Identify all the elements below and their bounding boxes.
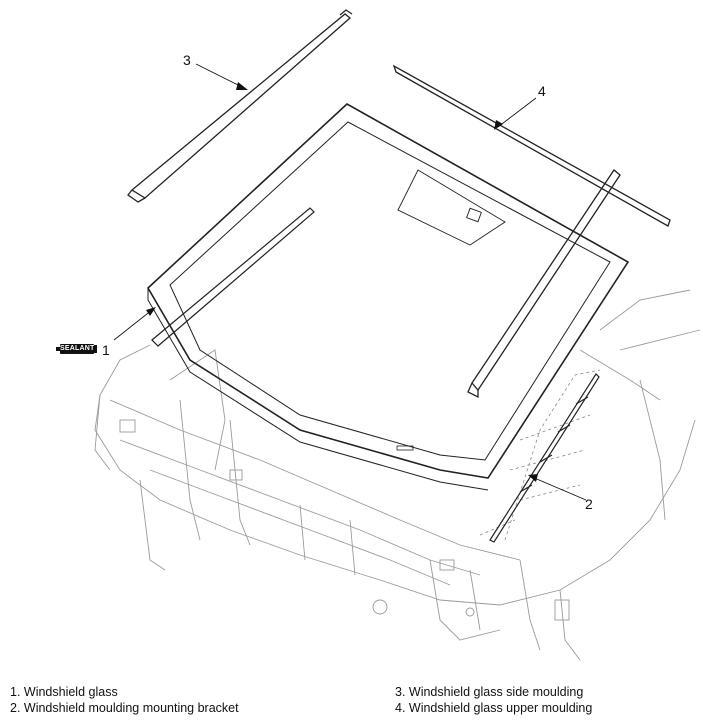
legend-item-mounting-bracket: 2. Windshield moulding mounting bracket: [10, 701, 239, 715]
windshield-glass: [146, 103, 630, 491]
windshield-left-moulding: [151, 207, 315, 347]
callout-4: 4: [538, 83, 546, 99]
vehicle-body-structure: [94, 289, 701, 661]
windshield-exploded-diagram: 1 2 3 4: [94, 9, 701, 661]
legend-item-windshield-glass: 1. Windshield glass: [10, 685, 118, 699]
legend-left: 1. Windshield glass 2. Windshield mouldi…: [10, 684, 239, 716]
windshield-outer-edge: [146, 103, 630, 479]
sealant-icon: SEALANT: [60, 344, 95, 354]
legend-item-side-moulding: 3. Windshield glass side moulding: [395, 685, 584, 699]
mirror-mount-area: [397, 169, 506, 246]
side-moulding: [127, 9, 353, 203]
callout-2: 2: [585, 496, 593, 512]
legend-right: 3. Windshield glass side moulding 4. Win…: [395, 684, 592, 716]
sealant-tube-cap: [94, 345, 97, 353]
windshield-lower-thickness: [147, 288, 489, 491]
leader-lines: [113, 63, 587, 501]
sealant-tube-tip: [56, 347, 60, 351]
sensor-mount: [466, 207, 482, 223]
bracket-guide-area: [479, 369, 601, 541]
callout-1: 1: [102, 342, 110, 358]
legend-item-upper-moulding: 4. Windshield glass upper moulding: [395, 701, 593, 715]
leader-arrowheads: [146, 82, 538, 482]
right-side-moulding: [467, 169, 621, 399]
windshield-inner-edge: [169, 121, 611, 461]
moulding-mounting-bracket: [489, 373, 600, 543]
upper-moulding: [392, 64, 671, 227]
callout-3: 3: [183, 52, 191, 68]
